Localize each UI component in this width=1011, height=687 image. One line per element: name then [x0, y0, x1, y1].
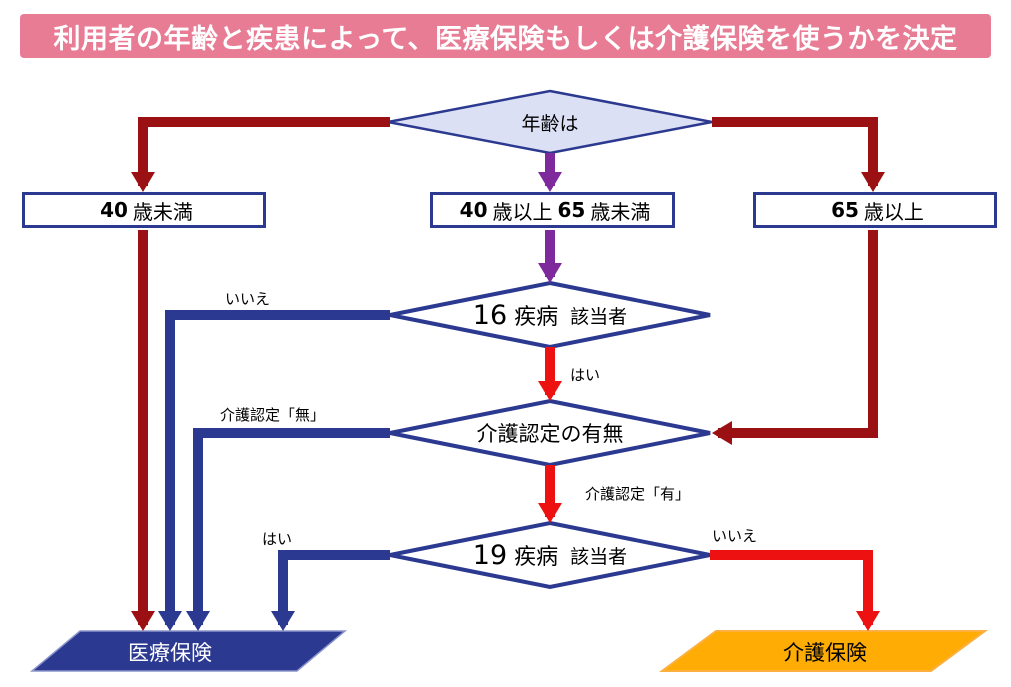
edge-age-to-over65 [712, 117, 885, 192]
disease16-number: 16 [472, 299, 508, 331]
care-parallelogram [658, 630, 989, 672]
box-40-to-65-number1: 40 [459, 198, 488, 222]
box-under-40-text: 歳未満 [132, 199, 193, 224]
box-over-65: 65 歳以上 [753, 192, 997, 228]
edge-disease19-no-to-care [710, 550, 880, 631]
disease16-suffix: 該当者 [570, 305, 628, 328]
disease19-word: 疾病 [514, 545, 559, 570]
edge-disease16-no-to-medical [158, 310, 390, 631]
disease19-diamond-shape [389, 520, 711, 590]
edge-certification-no-to-medical [186, 428, 390, 631]
box-40-to-65-number2: 65 [557, 198, 586, 222]
label-certification-no: 介護認定「無」 [220, 406, 326, 424]
label-disease19-yes: はい [262, 530, 293, 548]
edge-age-to-under40 [131, 117, 390, 192]
box-under-40-number: 40 [100, 198, 128, 222]
disease19-diamond-label: 19 疾病 該当者 [420, 535, 680, 575]
disease19-number: 19 [472, 539, 508, 571]
page-title: 利用者の年齢と疾患によって、医療保険もしくは介護保険を使うかを決定 [20, 14, 991, 58]
certification-diamond-label: 介護認定の有無 [476, 422, 624, 446]
box-over-65-number: 65 [831, 198, 859, 222]
box-40-to-65-text2: 歳未満 [590, 199, 651, 224]
box-40-to-65-text1: 歳以上 [492, 199, 553, 224]
edge-over65-to-certification [712, 230, 878, 445]
label-disease16-yes: はい [570, 366, 601, 384]
disease19-suffix: 該当者 [570, 545, 628, 568]
box-over-65-text: 歳以上 [863, 199, 924, 224]
disease16-word: 疾病 [514, 305, 559, 330]
medical-parallelogram [29, 630, 348, 672]
care-insurance-label: 介護保険 [783, 641, 867, 665]
medical-insurance-label: 医療保険 [128, 641, 212, 665]
disease16-diamond-label: 16 疾病 該当者 [420, 295, 680, 335]
label-certification-yes: 介護認定「有」 [585, 485, 691, 503]
box-under-40: 40 歳未満 [22, 192, 266, 228]
edge-disease19-yes-to-medical [271, 550, 390, 631]
label-disease19-no: いいえ [712, 527, 758, 545]
box-40-to-65: 40 歳以上 65 歳未満 [430, 192, 675, 228]
label-disease16-no: いいえ [225, 290, 271, 308]
age-diamond-label: 年齢は [521, 112, 579, 135]
